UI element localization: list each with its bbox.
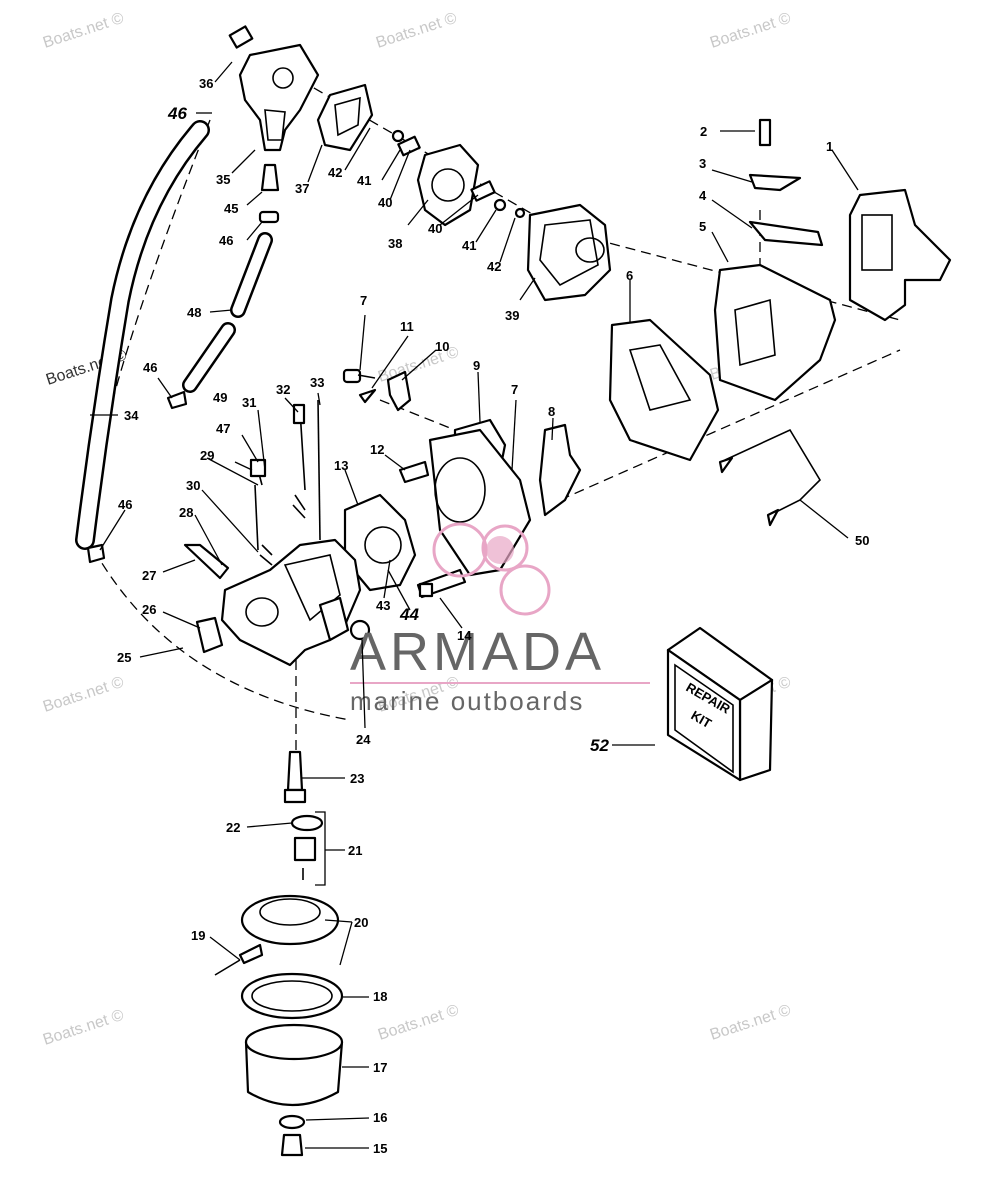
callout-3: 3 [699, 156, 706, 171]
callout-50: 50 [855, 533, 869, 548]
throttle-lever [342, 368, 412, 412]
callout-46-top: 46 [167, 104, 187, 123]
callout-27: 27 [142, 568, 156, 583]
callout-38: 38 [388, 236, 402, 251]
linkage-wire [724, 428, 822, 516]
callout-40-right: 40 [428, 221, 442, 236]
callout-22: 22 [226, 820, 240, 835]
repair-kit-box: REPAIR KIT [666, 626, 774, 782]
watermark-12: Boats.net © [708, 1002, 793, 1044]
callout-19: 19 [191, 928, 205, 943]
callout-7-right: 7 [511, 382, 518, 397]
callout-45: 45 [224, 201, 238, 216]
callout-16: 16 [373, 1110, 387, 1125]
callout-18: 18 [373, 989, 387, 1004]
watermark-10: Boats.net © [41, 1007, 126, 1049]
callout-35: 35 [216, 172, 230, 187]
callout-10: 10 [435, 339, 449, 354]
callout-41-left: 41 [357, 173, 371, 188]
carburetor-body [183, 399, 371, 667]
watermark-11: Boats.net © [376, 1002, 461, 1044]
callout-33: 33 [310, 375, 324, 390]
callout-49: 49 [213, 390, 227, 405]
callout-1: 1 [826, 139, 833, 154]
fuel-pump-assembly [228, 25, 320, 152]
callout-11: 11 [400, 319, 414, 334]
watermark-7: Boats.net © [41, 674, 126, 716]
callout-7-top: 7 [360, 293, 367, 308]
callout-41-right: 41 [462, 238, 476, 253]
float-bowl-assembly [214, 750, 344, 1157]
callout-42-right: 42 [487, 259, 501, 274]
callout-36: 36 [199, 76, 213, 91]
callout-46-mid: 46 [219, 233, 233, 248]
fuel-hose [75, 120, 210, 550]
callout-44: 44 [399, 605, 419, 624]
callout-20: 20 [354, 915, 368, 930]
callout-32: 32 [276, 382, 290, 397]
callout-42-left: 42 [328, 165, 342, 180]
callout-46-bottom: 46 [118, 497, 132, 512]
callout-2: 2 [700, 124, 707, 139]
callout-40-left: 40 [378, 195, 392, 210]
callout-12: 12 [370, 442, 384, 457]
callout-28: 28 [179, 505, 193, 520]
callout-15: 15 [373, 1141, 387, 1156]
logo-wordmark: ARMADA [350, 622, 605, 682]
callout-6: 6 [626, 268, 633, 283]
leader-lines [90, 61, 859, 1149]
callout-24: 24 [356, 732, 371, 747]
armada-logo: ARMADA marine outboards [350, 522, 650, 716]
callout-9: 9 [473, 358, 480, 373]
callout-17: 17 [373, 1060, 387, 1075]
callout-25: 25 [117, 650, 131, 665]
callout-30: 30 [186, 478, 200, 493]
watermark-2: Boats.net © [374, 10, 459, 52]
callout-52: 52 [590, 736, 609, 755]
callout-46-low: 46 [143, 360, 157, 375]
callout-37: 37 [295, 181, 309, 196]
callout-47: 47 [216, 421, 230, 436]
watermarks: Boats.net © Boats.net © Boats.net © Boat… [41, 10, 793, 1049]
callout-39: 39 [505, 308, 519, 323]
callout-48: 48 [187, 305, 201, 320]
callout-labels: 36 46 35 37 42 41 40 38 40 41 42 39 45 4… [117, 76, 869, 1156]
watermark-3: Boats.net © [708, 10, 793, 52]
reed-block-assembly [608, 118, 952, 462]
callout-21: 21 [348, 843, 362, 858]
callout-34: 34 [124, 408, 139, 423]
callout-26: 26 [142, 602, 156, 617]
callout-5: 5 [699, 219, 706, 234]
callout-31: 31 [242, 395, 256, 410]
logo-tagline: marine outboards [350, 686, 584, 716]
callout-14: 14 [457, 628, 472, 643]
callout-4: 4 [699, 188, 707, 203]
callout-43: 43 [376, 598, 390, 613]
fuel-fittings [86, 163, 280, 564]
callout-8: 8 [548, 404, 555, 419]
callout-13: 13 [334, 458, 348, 473]
callout-23: 23 [350, 771, 364, 786]
pump-gaskets [316, 83, 612, 302]
watermark-1: Boats.net © [41, 10, 126, 52]
callout-29: 29 [200, 448, 214, 463]
